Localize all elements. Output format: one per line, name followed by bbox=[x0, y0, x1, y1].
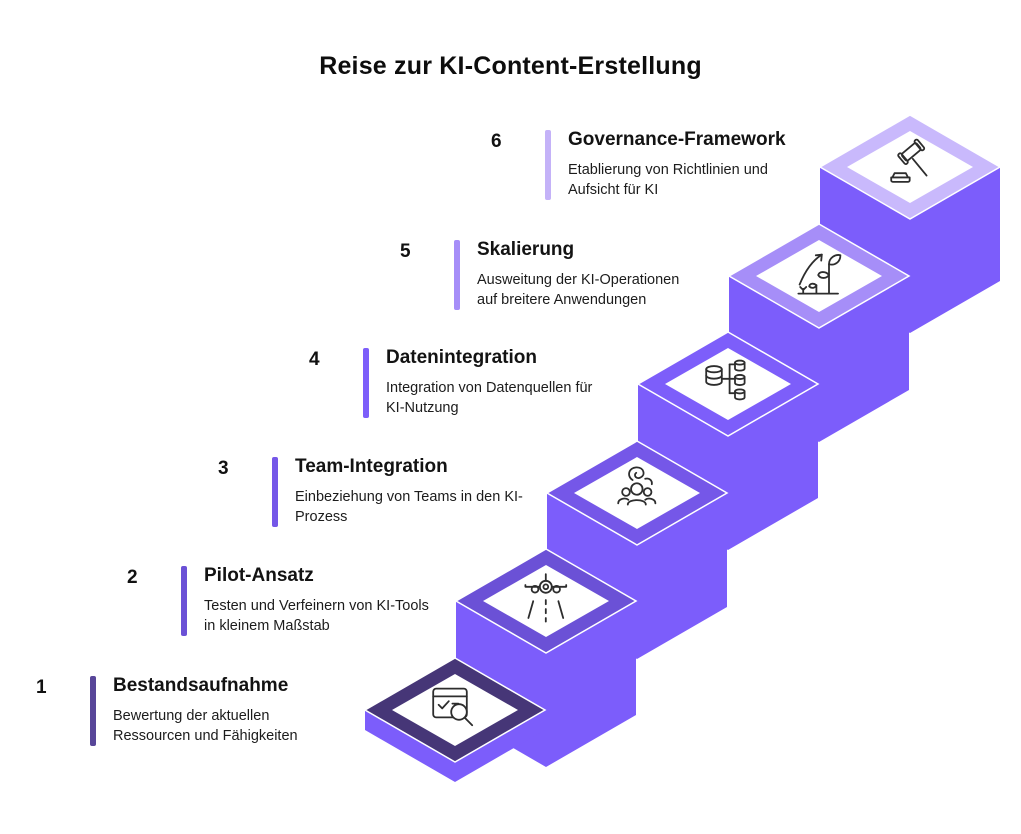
pilot-plane-icon bbox=[524, 573, 568, 623]
step-3-surface bbox=[574, 457, 700, 529]
step-label-1: 1 Bestandsaufnahme Bewertung der aktuell… bbox=[36, 675, 381, 746]
step-description: Bewertung der aktuellen Ressourcen und F… bbox=[113, 706, 381, 746]
step-4-surface bbox=[665, 348, 791, 420]
step-label-3: 3 Team-Integration Einbeziehung von Team… bbox=[218, 456, 563, 527]
step-description: Integration von Datenquellen für KI-Nutz… bbox=[386, 378, 654, 418]
step-description-line2: Prozess bbox=[295, 508, 348, 525]
step-label-5: 5 Skalierung Ausweitung der KI-Operation… bbox=[400, 239, 745, 310]
step-description-line1: Etablierung von Richtlinien und bbox=[568, 161, 768, 178]
step-platform-2 bbox=[454, 548, 638, 767]
step-accent-bar bbox=[181, 566, 187, 636]
step-accent-bar bbox=[363, 348, 369, 418]
step-title: Skalierung bbox=[477, 239, 575, 260]
step-number: 4 bbox=[309, 349, 320, 370]
step-description: Testen und Verfeinern von KI-Tools in kl… bbox=[204, 596, 472, 636]
step-description-line2: auf breitere Anwendungen bbox=[477, 291, 647, 308]
step-number: 3 bbox=[218, 458, 229, 479]
step-platform-1 bbox=[363, 657, 547, 782]
step-accent-bar bbox=[90, 676, 96, 746]
step-description-line1: Ausweitung der KI-Operationen bbox=[477, 271, 680, 288]
step-description-line1: Testen und Verfeinern von KI-Tools bbox=[204, 597, 429, 614]
step-number: 1 bbox=[36, 677, 47, 698]
step-platform-4 bbox=[636, 331, 820, 550]
step-description-line2: KI-Nutzung bbox=[386, 399, 459, 416]
step-label-6: 6 Governance-Framework Etablierung von R… bbox=[491, 129, 836, 200]
step-description: Einbeziehung von Teams in den KI- Prozes… bbox=[295, 487, 563, 527]
step-description-line2: Aufsicht für KI bbox=[568, 181, 659, 198]
team-people-icon bbox=[617, 466, 657, 506]
step-number: 6 bbox=[491, 131, 502, 152]
step-title: Governance-Framework bbox=[568, 129, 786, 150]
step-number: 2 bbox=[127, 567, 138, 588]
step-label-2: 2 Pilot-Ansatz Testen und Verfeinern von… bbox=[127, 565, 472, 636]
scaling-growth-icon bbox=[797, 253, 842, 295]
step-platform-5 bbox=[727, 223, 911, 442]
step-title: Pilot-Ansatz bbox=[204, 565, 314, 586]
step-description: Ausweitung der KI-Operationen auf breite… bbox=[477, 270, 745, 310]
step-label-4: 4 Datenintegration Integration von Daten… bbox=[309, 347, 654, 418]
step-description-line2: in kleinem Maßstab bbox=[204, 617, 330, 634]
step-accent-bar bbox=[272, 457, 278, 527]
step-title: Datenintegration bbox=[386, 347, 537, 368]
step-description-line1: Einbeziehung von Teams in den KI- bbox=[295, 488, 523, 505]
step-6-surface bbox=[847, 131, 973, 203]
data-sources-icon bbox=[705, 359, 746, 401]
step-1-column bbox=[365, 710, 545, 782]
assessment-search-icon bbox=[432, 687, 474, 727]
step-title: Team-Integration bbox=[295, 456, 448, 477]
step-accent-bar bbox=[545, 130, 551, 200]
step-description: Etablierung von Richtlinien und Aufsicht… bbox=[568, 160, 836, 200]
step-accent-bar bbox=[454, 240, 460, 310]
step-title: Bestandsaufnahme bbox=[113, 675, 289, 696]
governance-gavel-icon bbox=[890, 138, 928, 183]
step-description-line1: Bewertung der aktuellen bbox=[113, 707, 270, 724]
step-number: 5 bbox=[400, 241, 411, 262]
page-title: Reise zur KI-Content-Erstellung bbox=[319, 52, 702, 80]
step-description-line2: Ressourcen und Fähigkeiten bbox=[113, 727, 298, 744]
step-description-line1: Integration von Datenquellen für bbox=[386, 379, 593, 396]
